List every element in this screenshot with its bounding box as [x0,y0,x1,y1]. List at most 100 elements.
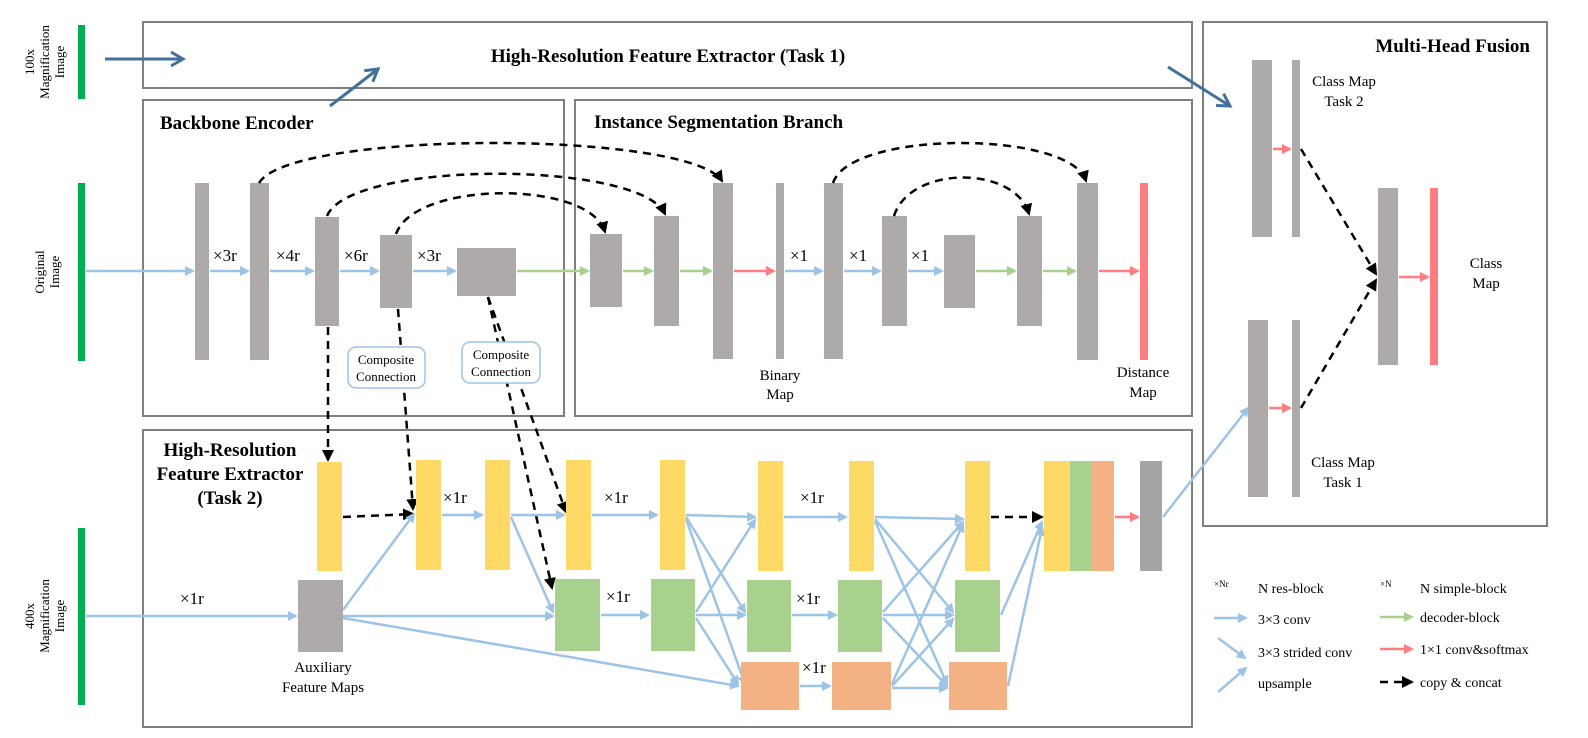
hr-block-yellow [660,460,685,570]
repeat-1r: ×1r [606,587,630,606]
input-strip-original [78,183,85,361]
hr-block-yellow [317,462,342,571]
instance-block-6 [944,235,975,308]
composite-label: Connection [356,369,416,384]
strided-arrow [509,516,555,614]
backbone-block-4 [380,235,412,308]
repeat-4r: ×4r [276,246,300,265]
repeat-1r: ×1r [800,488,824,507]
legend-upsample-icon [1217,666,1248,693]
hr-block-yellow [416,460,441,570]
repeat-1-a: ×1 [790,246,808,265]
repeat-1r: ×1r [443,488,467,507]
aux-label-1: Auxiliary [294,660,352,676]
class-map-task2-bar [1292,60,1300,237]
cm2-label-1: Class Map [1312,74,1376,90]
distance-map-bar [1140,183,1148,360]
hr-block-yellow [485,460,510,570]
hr-block-green [747,580,791,652]
panel-hr-task1 [142,21,1193,89]
composite-connection-box-2 [461,341,541,384]
skip-connection [394,192,608,235]
repeat-1r: ×1r [802,658,826,677]
distance-map-label-1: Distance [1117,365,1170,381]
hr-block-green [651,579,695,651]
legend-decoder-text: decoder-block [1420,611,1500,626]
title-hr-task2-2: Feature Extractor [157,464,304,485]
skip-connection [892,176,1032,217]
instance-block-8 [1077,183,1098,360]
panel-fusion [1202,21,1548,527]
title-hr-task1: High-Resolution Feature Extractor (Task … [491,46,845,67]
fusion-block-task2 [1252,60,1272,237]
hr-block-yellow [758,461,783,571]
fusion-arrows-2 [873,513,965,693]
hr-block-orange [832,662,891,710]
repeat-1r: ×1r [796,589,820,608]
distance-map-label-2: Map [1129,385,1157,401]
instance-block-3 [713,183,733,359]
upsample-arrow [341,512,416,611]
legend-concat-text: copy & concat [1420,676,1502,691]
fusion-arrows-1 [684,511,757,686]
cm1-label-1: Class Map [1311,455,1375,471]
repeat-1-c: ×1 [911,246,929,265]
hr-block-green [955,580,1000,652]
backbone-block-2 [250,183,269,360]
repeat-6r: ×6r [344,246,368,265]
composite-link [486,296,569,514]
backbone-block-1 [195,183,209,360]
composite-label: Connection [471,364,531,379]
composite-connection-box-1 [347,346,426,389]
legend-n-symbol: ×N [1380,579,1392,589]
repeat-3r-b: ×3r [417,246,441,265]
legend-nr-text: N res-block [1258,582,1324,597]
class-map-final-bar [1430,188,1438,365]
instance-block-2 [654,216,679,326]
hr-block-green [555,579,600,651]
cm-label-1: Class [1470,256,1503,272]
hr-block-yellow [849,461,874,571]
flow-arrow-to-fusion [1167,65,1233,108]
flow-arrow-backbone-up [329,67,381,108]
fusion-block-task1 [1248,320,1268,497]
auxiliary-feature-maps [298,580,343,652]
title-fusion: Multi-Head Fusion [1375,36,1530,57]
hr-block-yellow [965,461,990,571]
repeat-1-b: ×1 [849,246,867,265]
legend-n-text: N simple-block [1420,582,1507,597]
repeat-1r: ×1r [604,488,628,507]
skip-connection [831,141,1089,184]
composite-label: Composite [358,352,415,367]
input-strip-100x [78,25,85,99]
backbone-block-3 [315,217,339,326]
fusion-block [1378,188,1398,365]
panel-hr-task2 [142,429,1193,728]
concat-link [1299,148,1378,276]
cm-label-2: Map [1472,276,1500,292]
upsample-arrow [999,520,1044,616]
backbone-block-5 [457,248,516,296]
cm1-label-2: Task 1 [1323,475,1362,491]
repeat-1r-input: ×1r [180,589,204,608]
hr-task2-output [1140,461,1162,571]
hr-concat-yellow [1044,461,1070,571]
instance-block-1 [590,234,622,307]
legend-conv-text: 3×3 conv [1258,613,1311,628]
instance-block-7 [1017,216,1042,326]
input-strip-400x [78,528,85,705]
strided-arrow [342,616,740,690]
legend-strided-icon [1217,636,1247,660]
title-hr-task2-1: High-Resolution [163,440,296,461]
label-original-line: OriginalImage [32,250,62,294]
legend: ×Nr N res-block ×N N simple-block 3×3 co… [1214,579,1529,693]
concat-link [342,508,415,521]
hr-block-yellow [566,460,591,570]
label-400x-line: 400xMagnificationImage [22,579,67,653]
upsample-arrow [1006,526,1046,687]
binary-map-bar [776,183,784,359]
hr-concat-green [1070,461,1092,571]
hr-block-orange [741,662,799,710]
title-backbone: Backbone Encoder [160,113,314,134]
